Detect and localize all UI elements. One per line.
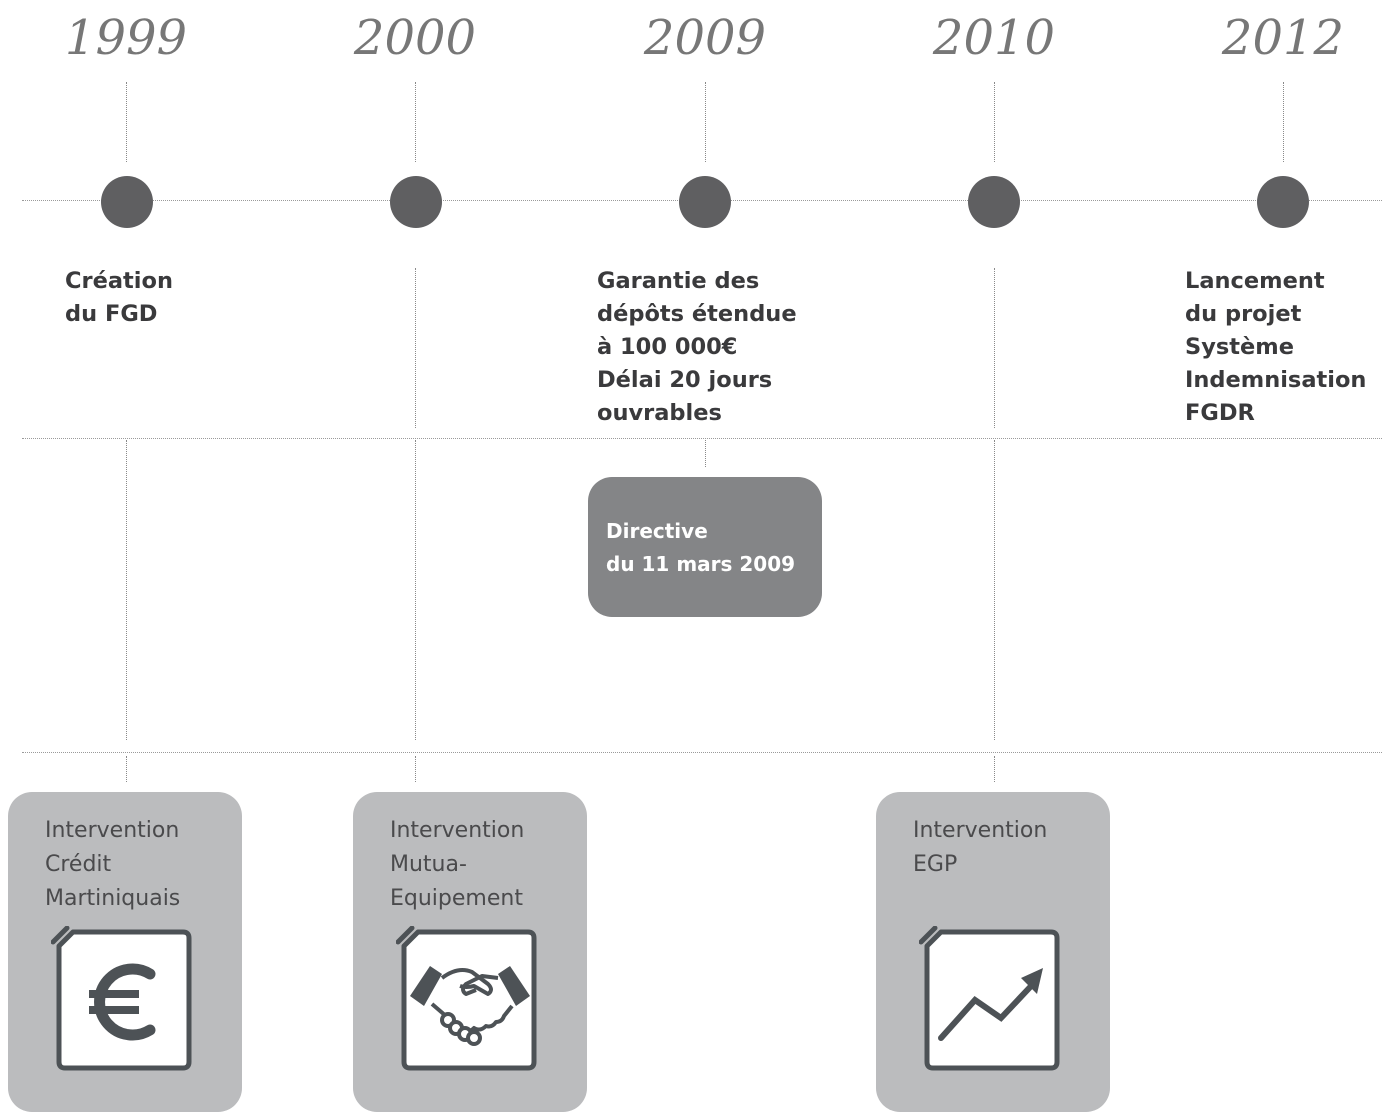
year-2010: 2010 [932,10,1056,66]
connector-2009-directive [705,440,706,467]
connector-2010-card [994,756,995,782]
handshake-document-icon [396,926,537,1071]
connector-2009-top [705,82,706,162]
connector-2000-top [415,82,416,162]
directive-box: Directive du 11 mars 2009 [588,477,822,617]
timeline-dot-2009 [679,176,731,228]
connector-2000-card [415,756,416,782]
connector-1999-top [126,82,127,162]
intervention-label-2010: Intervention EGP [913,818,1048,877]
connector-1999-lower [126,440,127,740]
timeline-dot-2012 [1257,176,1309,228]
divider-events [22,438,1382,439]
event-1999: Création du FGD [65,268,173,327]
year-1999: 1999 [64,10,188,66]
connector-2012-top [1283,82,1284,162]
timeline-dot-2000 [390,176,442,228]
divider-interventions [22,752,1382,753]
event-2012: Lancement du projet Système Indemnisatio… [1185,268,1367,426]
connector-2000-lower [415,440,416,740]
connector-2010-top [994,82,995,162]
intervention-card-1999: Intervention Crédit Martiniquais [8,792,242,1112]
intervention-card-2000: Intervention Mutua- Equipement [353,792,587,1112]
year-2012: 2012 [1221,10,1345,66]
connector-2010-lower [994,440,995,740]
timeline-dot-1999 [101,176,153,228]
event-2009: Garantie des dépôts étendue à 100 000€ D… [597,268,797,426]
intervention-label-1999: Intervention Crédit Martiniquais [45,818,181,911]
growth-chart-document-icon [919,926,1060,1071]
timeline-dot-2010 [968,176,1020,228]
connector-1999-card [126,756,127,782]
year-2000: 2000 [353,10,477,66]
year-2009: 2009 [643,10,767,66]
euro-document-icon [51,926,192,1071]
directive-label: Directive du 11 mars 2009 [606,519,796,576]
intervention-card-2010: Intervention EGP [876,792,1110,1112]
connector-2000-mid [415,268,416,428]
connector-2010-mid [994,268,995,428]
intervention-label-2000: Intervention Mutua- Equipement [390,818,525,911]
